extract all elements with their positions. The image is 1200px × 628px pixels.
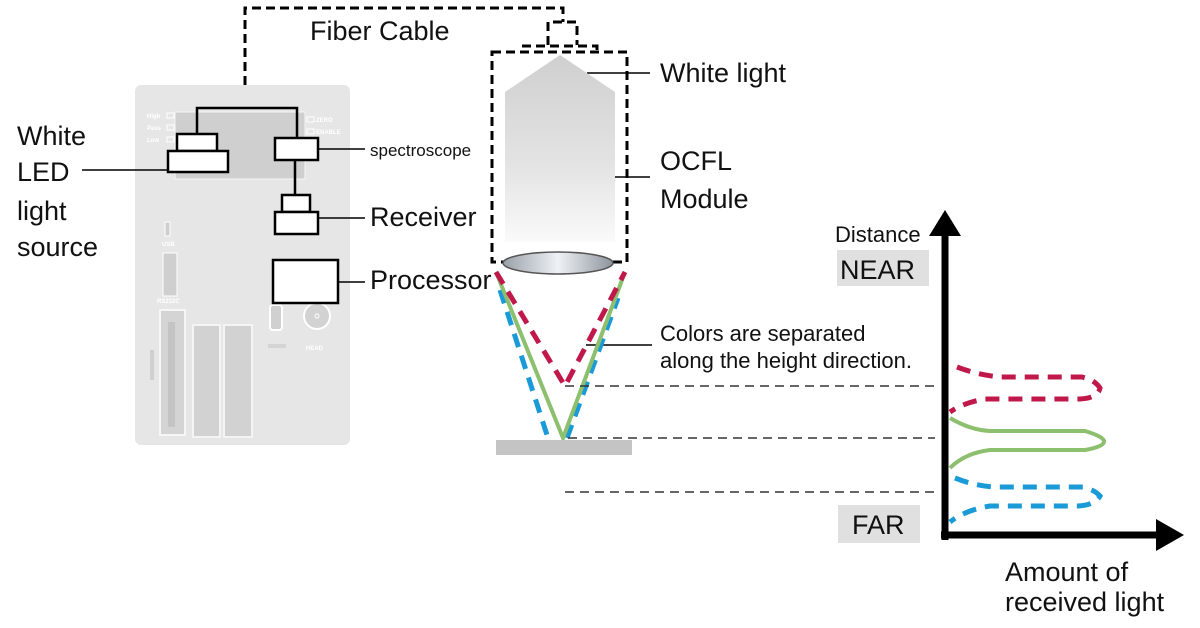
white-light-label: White light — [660, 58, 787, 88]
rs232c-label: RS232C — [157, 299, 180, 305]
white-light-beam — [505, 55, 615, 242]
amount-axis-label-1: Amount of — [1005, 557, 1129, 587]
fiber-cable-label: Fiber Cable — [310, 16, 450, 46]
focus-curve-green — [948, 416, 1106, 470]
led-block-top — [175, 132, 219, 153]
lens — [502, 251, 614, 275]
colors-label-2: along the height direction. — [660, 348, 912, 373]
target-surface — [496, 440, 632, 455]
indicator-low: Low — [147, 138, 159, 144]
terminal-block-1 — [192, 324, 221, 438]
far-curve-blue — [948, 475, 1104, 524]
ocfl-label-1: OCFL — [660, 146, 732, 176]
near-label: NEAR — [840, 255, 915, 285]
far-beam-blue — [497, 289, 551, 439]
white-led-label-3: light — [17, 196, 67, 226]
white-led-label-4: source — [17, 232, 98, 262]
receiver-label: Receiver — [370, 202, 477, 232]
near-beam-red — [493, 270, 628, 392]
far-label: FAR — [852, 510, 905, 540]
ocfl-label-2: Module — [660, 184, 749, 214]
colors-label-1: Colors are separated — [660, 321, 865, 346]
receiver-block-top — [280, 193, 312, 214]
focus-beam-green — [494, 271, 627, 444]
terminal-block-2 — [223, 324, 253, 438]
white-led-label-2: LED — [17, 157, 70, 187]
near-curve-red — [948, 364, 1103, 415]
usb-label: USB — [162, 242, 175, 248]
spectroscope-block — [273, 136, 320, 162]
processor-block — [271, 258, 340, 305]
head-label: HEAD — [306, 346, 324, 352]
white-led-block — [166, 149, 230, 174]
near-badge — [837, 250, 929, 286]
indicator-enable: ENABLE — [316, 130, 341, 136]
distance-axis-label: Distance — [835, 222, 921, 247]
internal-blocks — [166, 106, 340, 305]
receiver-block — [273, 210, 320, 236]
indicator-zero: ZERO — [316, 118, 333, 124]
usb-port — [164, 221, 171, 237]
indicator-lights: High Pass Low ZERO ENABLE — [147, 112, 341, 144]
far-badge — [838, 505, 920, 543]
amount-axis-label-2: received light — [1005, 587, 1165, 617]
graph-axes — [929, 210, 1184, 551]
processor-label: Processor — [370, 265, 492, 295]
head-connector — [303, 302, 331, 330]
indicator-pass: Pass — [147, 126, 162, 132]
height-reference-lines — [565, 385, 940, 493]
spectroscope-label: spectroscope — [370, 141, 471, 160]
far-beam-blue-right — [564, 297, 621, 439]
rs232c-port — [162, 252, 178, 297]
fiber-cable-line — [243, 6, 599, 85]
indicator-high: High — [147, 114, 161, 120]
white-led-label-1: White — [17, 121, 86, 151]
